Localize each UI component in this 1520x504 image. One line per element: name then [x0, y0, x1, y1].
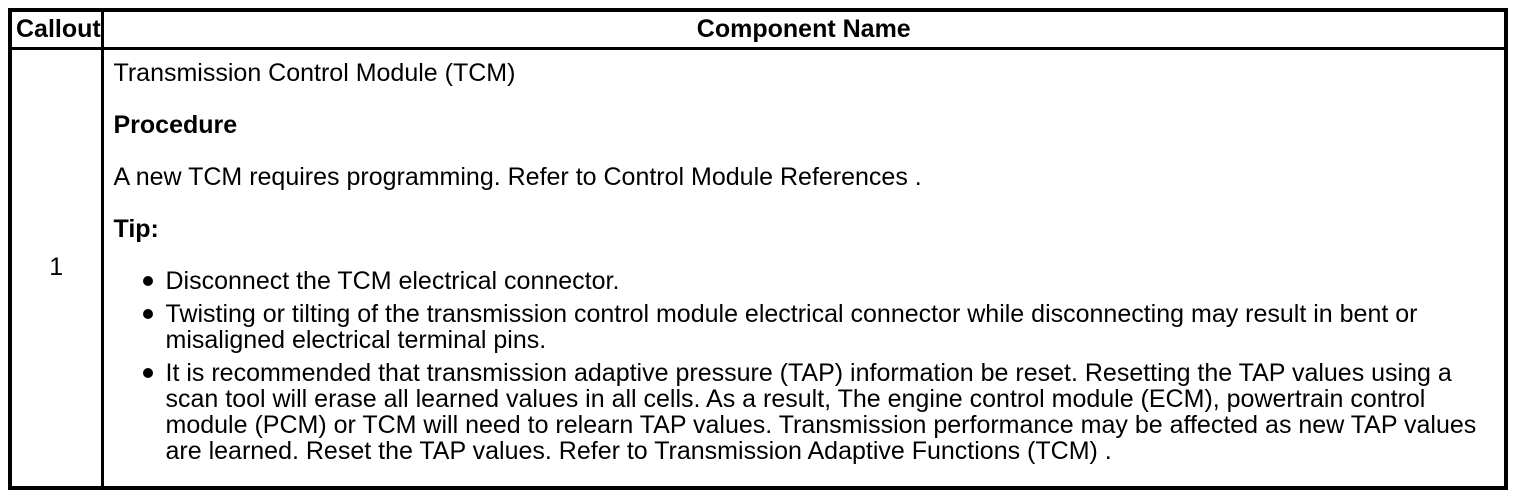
component-name-cell: Transmission Control Module (TCM) Proced… [100, 46, 1508, 490]
component-title: Transmission Control Module (TCM) [113, 58, 516, 87]
tip-item-text: Disconnect the TCM electrical connector. [165, 266, 620, 295]
tip-item: It is recommended that transmission adap… [142, 358, 1493, 465]
header-row: Callout Component Name [8, 8, 1508, 50]
component-name-column-header: Component Name [100, 8, 1508, 50]
callout-column-header: Callout [8, 8, 104, 50]
tip-item: Twisting or tilting of the transmission … [142, 299, 1493, 354]
tip-item-text: Twisting or tilting of the transmission … [165, 299, 1418, 354]
tip-list: Disconnect the TCM electrical connector.… [114, 268, 1493, 464]
callout-number: 1 [8, 46, 104, 490]
tip-item: Disconnect the TCM electrical connector. [142, 266, 1493, 295]
tip-heading: Tip: [113, 214, 159, 243]
bullet-icon [142, 308, 153, 319]
tip-item-text: It is recommended that transmission adap… [165, 358, 1477, 465]
bullet-icon [142, 367, 153, 378]
table-row: 1 Transmission Control Module (TCM) Proc… [8, 46, 1508, 490]
bullet-icon [142, 275, 153, 286]
component-table: Callout Component Name 1 Transmission Co… [8, 8, 1508, 490]
procedure-text: A new TCM requires programming. Refer to… [113, 162, 922, 191]
procedure-heading: Procedure [113, 110, 238, 139]
